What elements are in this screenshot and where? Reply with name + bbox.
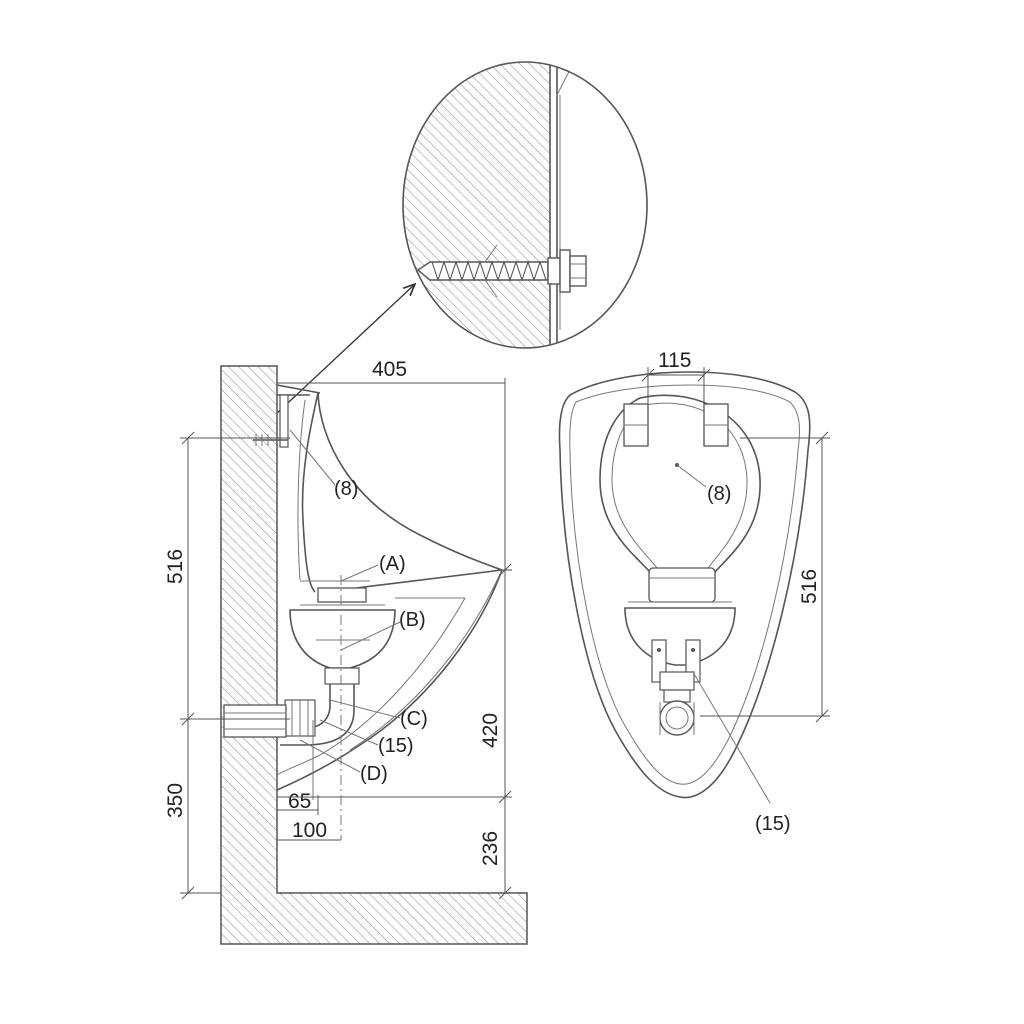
label-15-front: (15)	[755, 813, 791, 835]
drain-pipe	[223, 704, 287, 738]
dim-65: 65	[288, 790, 311, 813]
screw-anchor	[416, 244, 587, 298]
detail-view	[402, 61, 648, 349]
dim-420: 420	[479, 713, 502, 748]
label-8-side: (8)	[334, 478, 358, 500]
detail-circle-outline	[402, 61, 648, 349]
dim-350: 350	[164, 783, 187, 818]
top-bracket	[253, 384, 321, 448]
front-view: (8) (15) 115 516	[558, 349, 830, 835]
dim-100: 100	[292, 819, 327, 842]
label-D: (D)	[360, 763, 388, 785]
dim-236: 236	[479, 831, 502, 866]
siphon-assembly	[280, 587, 396, 746]
side-wall	[220, 365, 528, 945]
detail-wall	[403, 62, 550, 348]
label-A: (A)	[379, 553, 406, 575]
label-B: (B)	[399, 609, 426, 631]
side-view: (8) (A) (B) (C) (15) (D) 405 516 350 65 …	[164, 358, 528, 945]
front-urinal-outline	[558, 371, 811, 799]
label-8-front: (8)	[707, 483, 731, 505]
dim-516-front: 516	[798, 569, 821, 604]
label-C: (C)	[400, 708, 428, 730]
dim-516-left: 516	[164, 549, 187, 584]
dim-115: 115	[658, 349, 691, 372]
label-15-side: (15)	[378, 735, 414, 757]
front-drain-outlet	[659, 700, 695, 736]
detail-leader-arrow	[275, 285, 414, 415]
dim-405: 405	[372, 358, 407, 381]
